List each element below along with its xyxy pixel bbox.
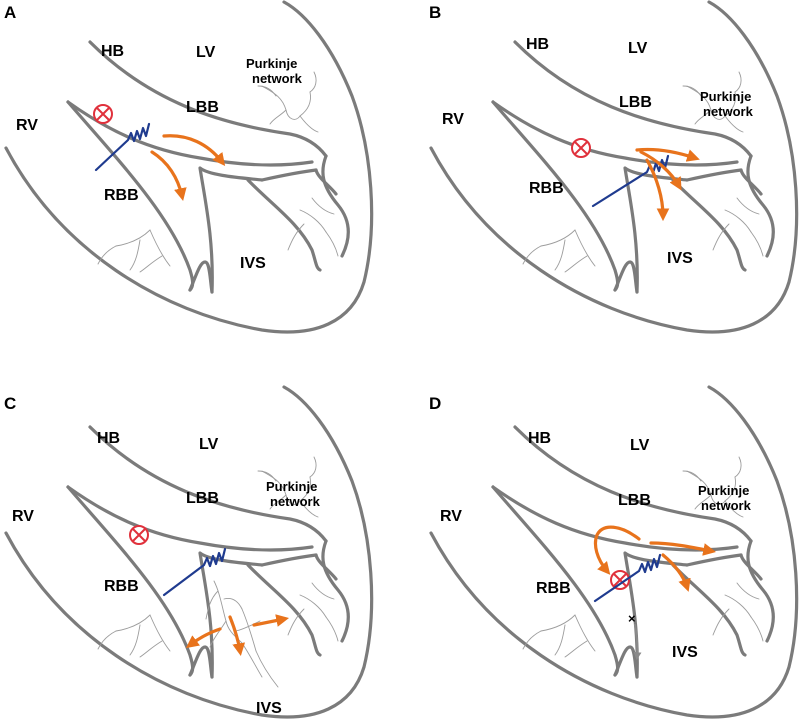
activation-arrow [185, 627, 222, 649]
panel-c: C HB LV LBB RV RBB IVS Purkinje network [4, 385, 374, 719]
ivs-label: IVS [256, 700, 282, 717]
activation-arrow [639, 150, 682, 191]
activation-arrow [649, 541, 717, 556]
panel-letter: B [429, 3, 441, 22]
network-label: network [252, 71, 303, 86]
panel-a: A HB LV LBB RV RBB IVS Purkinje network [4, 0, 374, 334]
activation-arrow [661, 553, 691, 592]
activation-arrow [228, 615, 246, 657]
panel-letter: A [4, 3, 16, 22]
rbb-label: RBB [104, 578, 139, 595]
blocked-conduction-mark: × [628, 611, 636, 626]
hb-label: HB [528, 430, 551, 447]
heart-outline [429, 0, 799, 334]
block-icon [93, 104, 113, 124]
ivs-label: IVS [667, 250, 693, 267]
blocked-conduction-arrow [633, 624, 642, 661]
pacing-lead-icon [593, 553, 662, 603]
block-icon [571, 138, 591, 158]
lbb-label: LBB [618, 492, 651, 509]
purkinje-label: Purkinje [700, 89, 751, 104]
pacing-lead-icon [162, 547, 227, 597]
heart-outline [4, 385, 374, 719]
activation-arrow [635, 147, 700, 162]
ivs-label: IVS [672, 644, 698, 661]
hb-label: HB [526, 36, 549, 53]
panel-b: B HB LV LBB RV RBB IVS Purkinje network [429, 0, 799, 334]
rbb-label: RBB [104, 187, 139, 204]
lv-label: LV [199, 436, 219, 453]
lbb-label: LBB [186, 490, 219, 507]
septal-fibers [205, 580, 279, 688]
activation-arrow [593, 525, 641, 575]
heart-outline [429, 385, 799, 719]
activation-arrow [150, 150, 187, 201]
rbb-label: RBB [529, 180, 564, 197]
purkinje-label: Purkinje [266, 479, 317, 494]
lv-label: LV [628, 40, 648, 57]
lv-label: LV [630, 437, 650, 454]
lbb-label: LBB [186, 99, 219, 116]
hb-label: HB [101, 43, 124, 60]
rbb-label: RBB [536, 580, 571, 597]
pacing-lead-icon [94, 122, 151, 172]
rv-label: RV [440, 508, 462, 525]
panel-letter: D [429, 394, 441, 413]
block-icon [129, 525, 149, 545]
network-label: network [701, 498, 752, 513]
rv-label: RV [16, 117, 38, 134]
purkinje-label: Purkinje [698, 483, 749, 498]
rv-label: RV [442, 111, 464, 128]
purkinje-label: Purkinje [246, 56, 297, 71]
heart-outline [4, 0, 374, 334]
lbb-label: LBB [619, 94, 652, 111]
activation-arrow [252, 614, 290, 627]
ivs-label: IVS [240, 255, 266, 272]
network-label: network [270, 494, 321, 509]
activation-arrow [162, 134, 226, 167]
network-label: network [703, 104, 754, 119]
lv-label: LV [196, 44, 216, 61]
activation-arrow [645, 158, 670, 222]
rv-label: RV [12, 508, 34, 525]
panel-letter: C [4, 394, 16, 413]
hb-label: HB [97, 430, 120, 447]
panel-d: D HB LV LBB RV RBB IVS Purkinje network … [429, 385, 799, 719]
